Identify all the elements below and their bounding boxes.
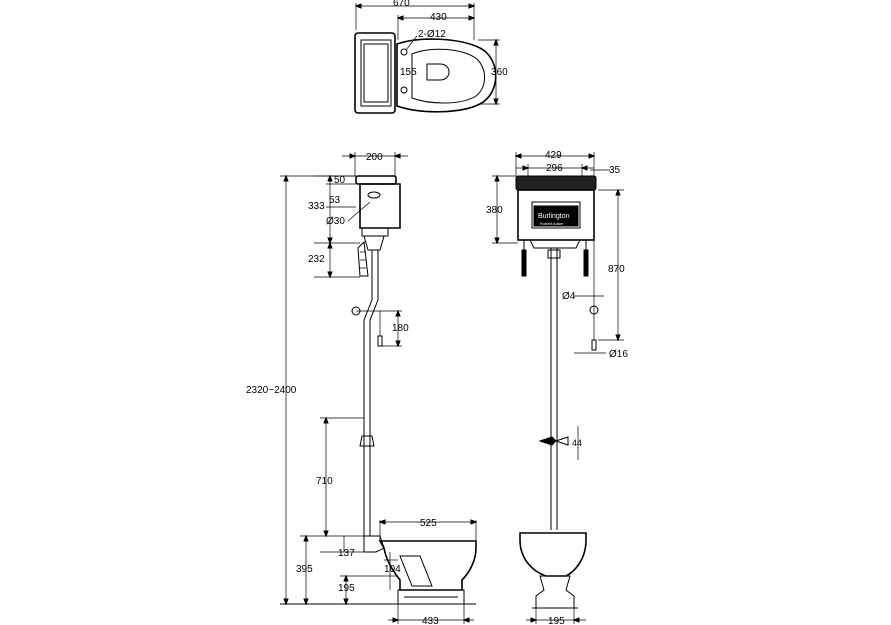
side-dim-333: 333 <box>308 201 325 212</box>
top-dim-holes: 2-Ø12 <box>418 29 446 40</box>
side-dim-710: 710 <box>316 476 333 487</box>
side-dim-pipe-dia: Ø30 <box>326 216 345 227</box>
front-dim-195: 195 <box>548 616 565 625</box>
top-dim-155: 155 <box>400 67 417 78</box>
front-dim-296: 296 <box>546 163 563 174</box>
side-dim-53: 53 <box>329 195 341 206</box>
side-dim-395: 395 <box>296 564 313 575</box>
side-dim-104: 104 <box>384 564 401 575</box>
side-dim-195: 195 <box>338 583 355 594</box>
front-dim-429: 429 <box>545 150 562 161</box>
brand-sub-label: Robert Adam <box>540 221 564 226</box>
front-dim-380: 380 <box>486 205 503 216</box>
side-view: 200 180 <box>246 152 478 625</box>
top-dim-670: 670 <box>393 0 410 9</box>
front-dim-870: 870 <box>608 264 625 275</box>
side-dim-180: 180 <box>392 323 409 334</box>
side-dim-total-height: 2320~2400 <box>246 385 297 396</box>
side-dim-433: 433 <box>422 616 439 625</box>
brand-label: Burlington <box>538 213 570 220</box>
side-dim-137: 137 <box>338 548 355 559</box>
side-dim-200: 200 <box>366 152 383 163</box>
front-dim-44: 44 <box>572 438 582 448</box>
side-dim-232: 232 <box>308 254 325 265</box>
front-dim-handle-dia: Ø16 <box>609 349 628 360</box>
front-dim-chain-dia: Ø4 <box>562 291 576 302</box>
side-dim-525: 525 <box>420 518 437 529</box>
top-view: 670 430 2-Ø12 155 360 <box>354 0 508 114</box>
top-dim-360: 360 <box>491 67 508 78</box>
top-dim-430: 430 <box>430 12 447 23</box>
side-dim-50: 50 <box>334 175 346 186</box>
front-dim-35: 35 <box>609 165 621 176</box>
front-view: 429 296 35 Burlington Robert Adam 380 <box>486 150 628 625</box>
